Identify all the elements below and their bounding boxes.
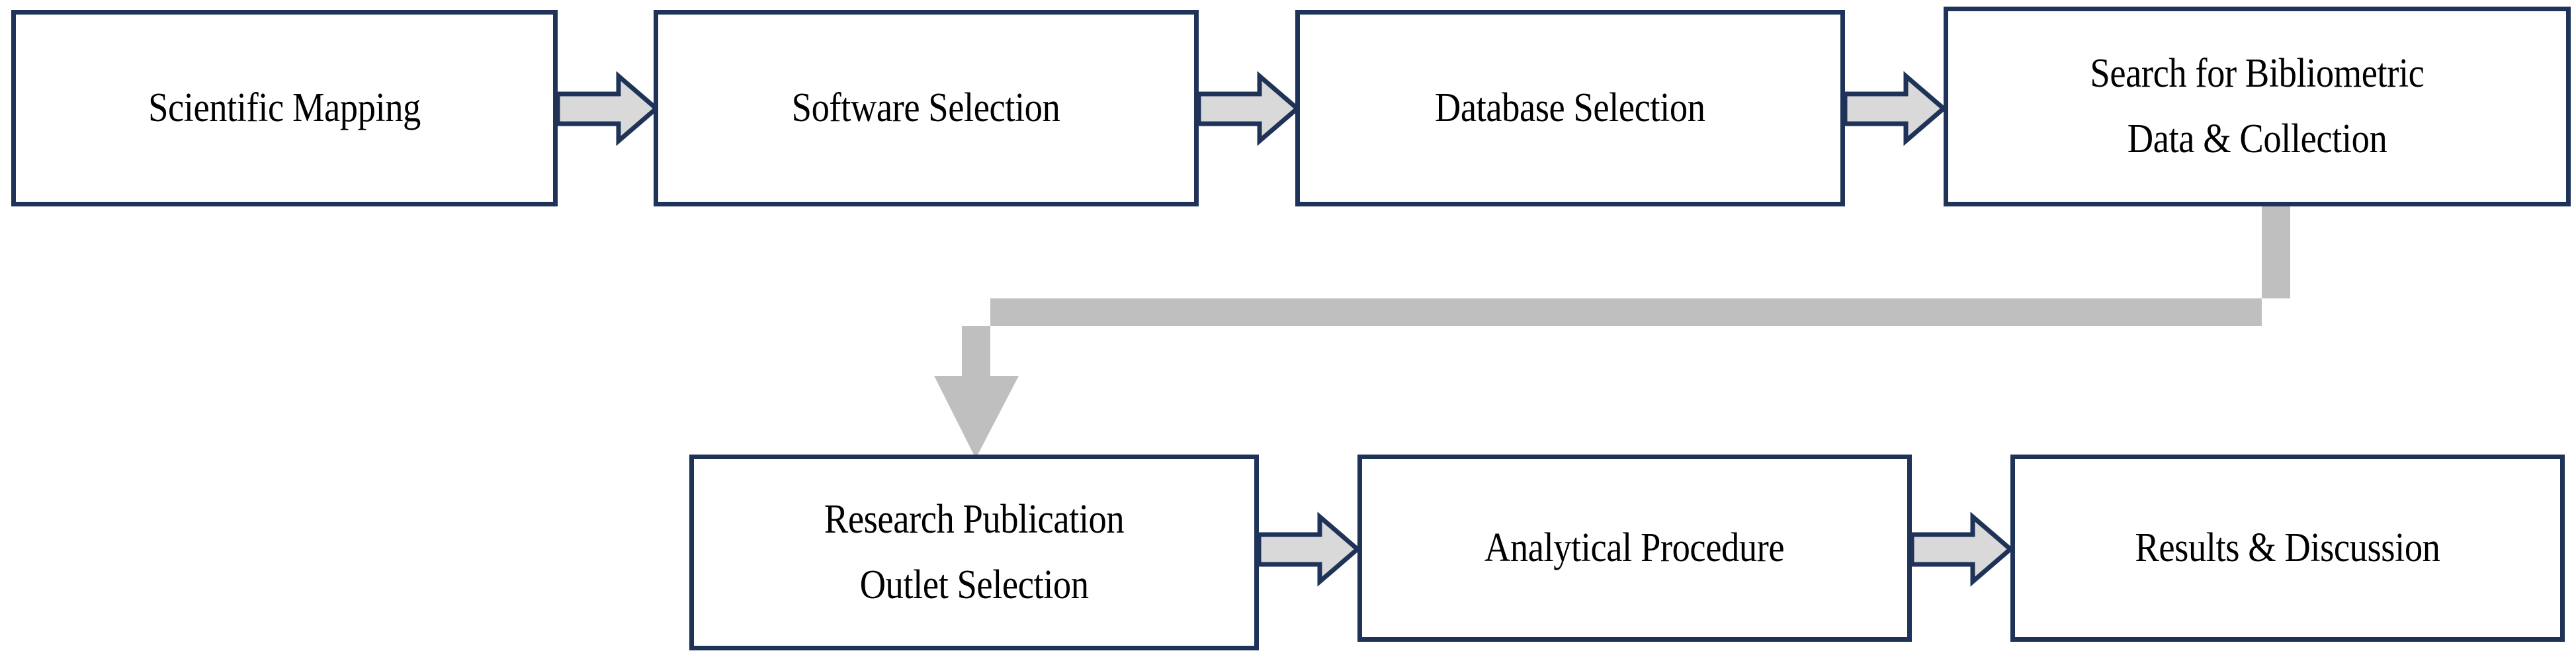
node-analytical-procedure[interactable]: Analytical Procedure (1357, 455, 1912, 642)
node-software-selection[interactable]: Software Selection (654, 10, 1199, 206)
node-label: Results & Discussion (2135, 525, 2440, 570)
node-label: Database Selection (1435, 85, 1705, 130)
node-label: Scientific Mapping (148, 85, 421, 130)
node-label-line-2: Data & Collection (2127, 116, 2387, 161)
node-database-selection[interactable]: Database Selection (1295, 10, 1845, 206)
arrow-software-selection-to-database-selection (1196, 71, 1301, 146)
arrow-research-outlet-to-analytical-procedure (1256, 511, 1361, 587)
node-label: Analytical Procedure (1484, 525, 1785, 570)
node-label: Software Selection (792, 85, 1060, 130)
node-label-line-1: Search for Bibliometric (2090, 50, 2425, 96)
node-search-bibliometric-data-collection[interactable]: Search for Bibliometric Data & Collectio… (1944, 7, 2571, 206)
arrow-analytical-procedure-to-results-discussion (1909, 511, 2014, 587)
node-scientific-mapping[interactable]: Scientific Mapping (11, 10, 558, 206)
arrow-database-selection-to-search-bibliometric (1842, 71, 1948, 146)
node-results-discussion[interactable]: Results & Discussion (2010, 455, 2565, 642)
node-label-line-1: Research Publication (824, 496, 1125, 542)
arrow-scientific-mapping-to-software-selection (555, 71, 660, 146)
node-research-publication-outlet-selection[interactable]: Research Publication Outlet Selection (689, 455, 1259, 650)
node-label-line-2: Outlet Selection (859, 562, 1089, 607)
